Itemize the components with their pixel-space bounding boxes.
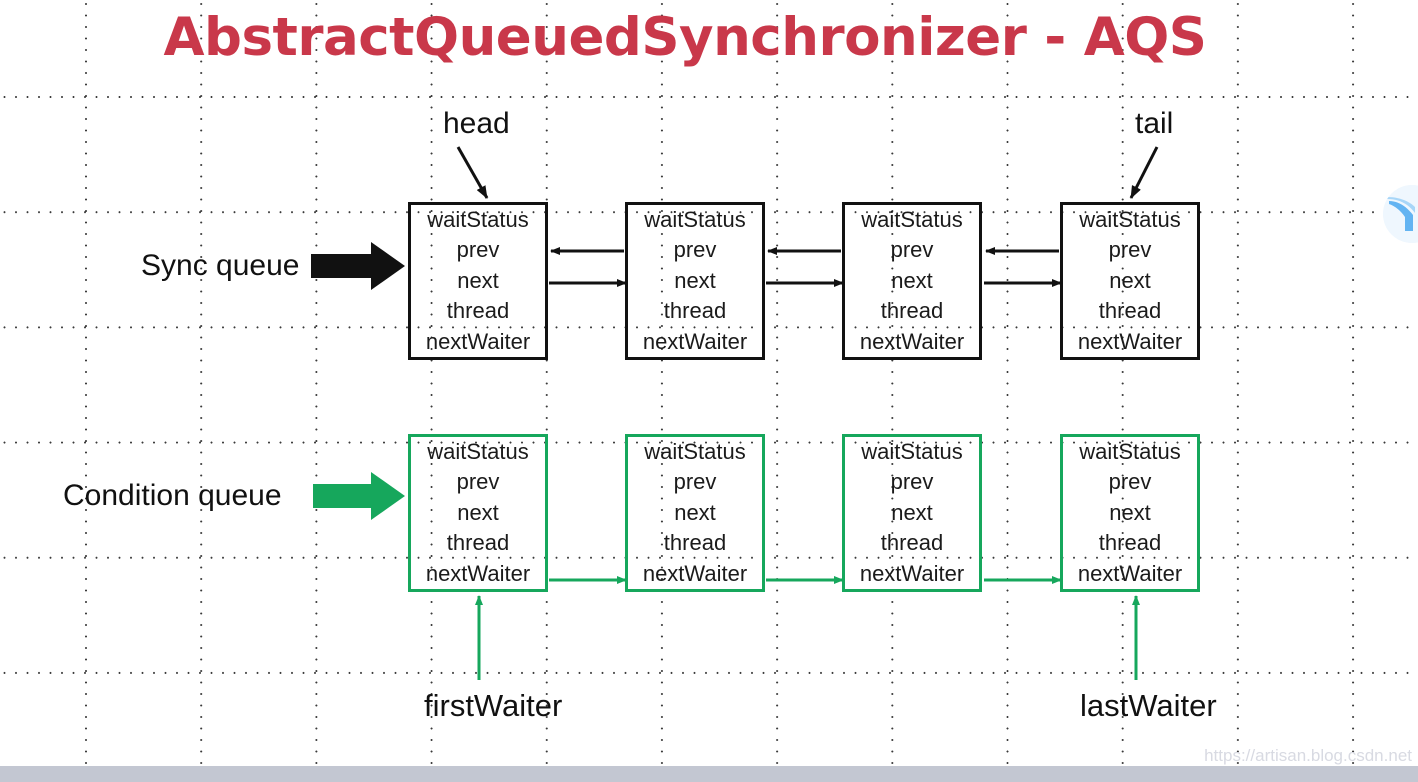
condition-node-3-field-prev: prev <box>890 469 934 495</box>
condition-queue-label: Condition queue <box>63 479 282 512</box>
sync-node-4-field-prev: prev <box>1108 237 1152 263</box>
sync-node-3-field-nextwaiter: nextWaiter <box>859 328 965 354</box>
bottom-bar <box>0 766 1418 782</box>
condition-node-3: waitStatus prev next thread nextWaiter <box>842 434 982 592</box>
sync-node-1-field-thread: thread <box>446 298 510 324</box>
condition-node-1-field-prev: prev <box>456 469 500 495</box>
sync-node-4: waitStatus prev next thread nextWaiter <box>1060 202 1200 360</box>
dotted-grid-background <box>0 0 1418 766</box>
sync-node-3-field-next: next <box>891 267 933 293</box>
sync-node-3: waitStatus prev next thread nextWaiter <box>842 202 982 360</box>
head-pointer-label: head <box>443 107 510 140</box>
condition-node-1-field-nextwaiter: nextWaiter <box>425 560 531 586</box>
condition-node-4-field-nextwaiter: nextWaiter <box>1077 560 1183 586</box>
sync-node-2: waitStatus prev next thread nextWaiter <box>625 202 765 360</box>
condition-node-2-field-nextwaiter: nextWaiter <box>642 560 748 586</box>
sync-node-2-field-next: next <box>674 267 716 293</box>
condition-queue-block-arrow <box>313 472 405 520</box>
sync-node-1-field-prev: prev <box>456 237 500 263</box>
condition-node-2-field-waitstatus: waitStatus <box>644 438 746 464</box>
condition-node-4: waitStatus prev next thread nextWaiter <box>1060 434 1200 592</box>
condition-node-2-field-thread: thread <box>663 530 727 556</box>
head-pointer-arrow <box>456 146 489 199</box>
condition-node-1-field-thread: thread <box>446 530 510 556</box>
condition-node-3-field-nextwaiter: nextWaiter <box>859 560 965 586</box>
sync-node-4-field-thread: thread <box>1098 298 1162 324</box>
sync-node-2-field-prev: prev <box>673 237 717 263</box>
sync-node-4-field-waitstatus: waitStatus <box>1079 206 1181 232</box>
sync-node-1-field-waitstatus: waitStatus <box>427 206 529 232</box>
condition-node-1: waitStatus prev next thread nextWaiter <box>408 434 548 592</box>
sync-queue-label: Sync queue <box>141 249 300 282</box>
sync-node-1-field-nextwaiter: nextWaiter <box>425 328 531 354</box>
sync-node-1-field-next: next <box>457 267 499 293</box>
watermark-text: https://artisan.blog.csdn.net <box>1204 746 1412 765</box>
first-waiter-label: firstWaiter <box>424 688 563 723</box>
page-title: AbstractQueuedSynchronizer - AQS <box>163 7 1207 68</box>
sync-node-2-field-waitstatus: waitStatus <box>644 206 746 232</box>
sync-node-4-field-next: next <box>1109 267 1151 293</box>
tail-pointer-label: tail <box>1135 107 1174 140</box>
sync-node-4-field-nextwaiter: nextWaiter <box>1077 328 1183 354</box>
condition-node-3-field-thread: thread <box>880 530 944 556</box>
tail-pointer-arrow <box>1129 146 1159 199</box>
condition-node-2: waitStatus prev next thread nextWaiter <box>625 434 765 592</box>
condition-node-2-field-prev: prev <box>673 469 717 495</box>
sync-queue-block-arrow <box>311 242 405 290</box>
condition-node-4-field-thread: thread <box>1098 530 1162 556</box>
corner-logo-glyph <box>1383 185 1418 243</box>
sync-node-1: waitStatus prev next thread nextWaiter <box>408 202 548 360</box>
sync-node-2-field-nextwaiter: nextWaiter <box>642 328 748 354</box>
condition-node-3-field-waitstatus: waitStatus <box>861 438 963 464</box>
condition-node-1-field-next: next <box>457 499 499 525</box>
condition-node-1-field-waitstatus: waitStatus <box>427 438 529 464</box>
condition-node-4-field-waitstatus: waitStatus <box>1079 438 1181 464</box>
condition-node-2-field-next: next <box>674 499 716 525</box>
sync-node-3-field-thread: thread <box>880 298 944 324</box>
sync-node-3-field-waitstatus: waitStatus <box>861 206 963 232</box>
corner-logo-icon <box>1383 185 1418 243</box>
sync-node-2-field-thread: thread <box>663 298 727 324</box>
condition-node-3-field-next: next <box>891 499 933 525</box>
sync-node-3-field-prev: prev <box>890 237 934 263</box>
condition-node-4-field-prev: prev <box>1108 469 1152 495</box>
last-waiter-label: lastWaiter <box>1080 688 1217 723</box>
condition-node-4-field-next: next <box>1109 499 1151 525</box>
